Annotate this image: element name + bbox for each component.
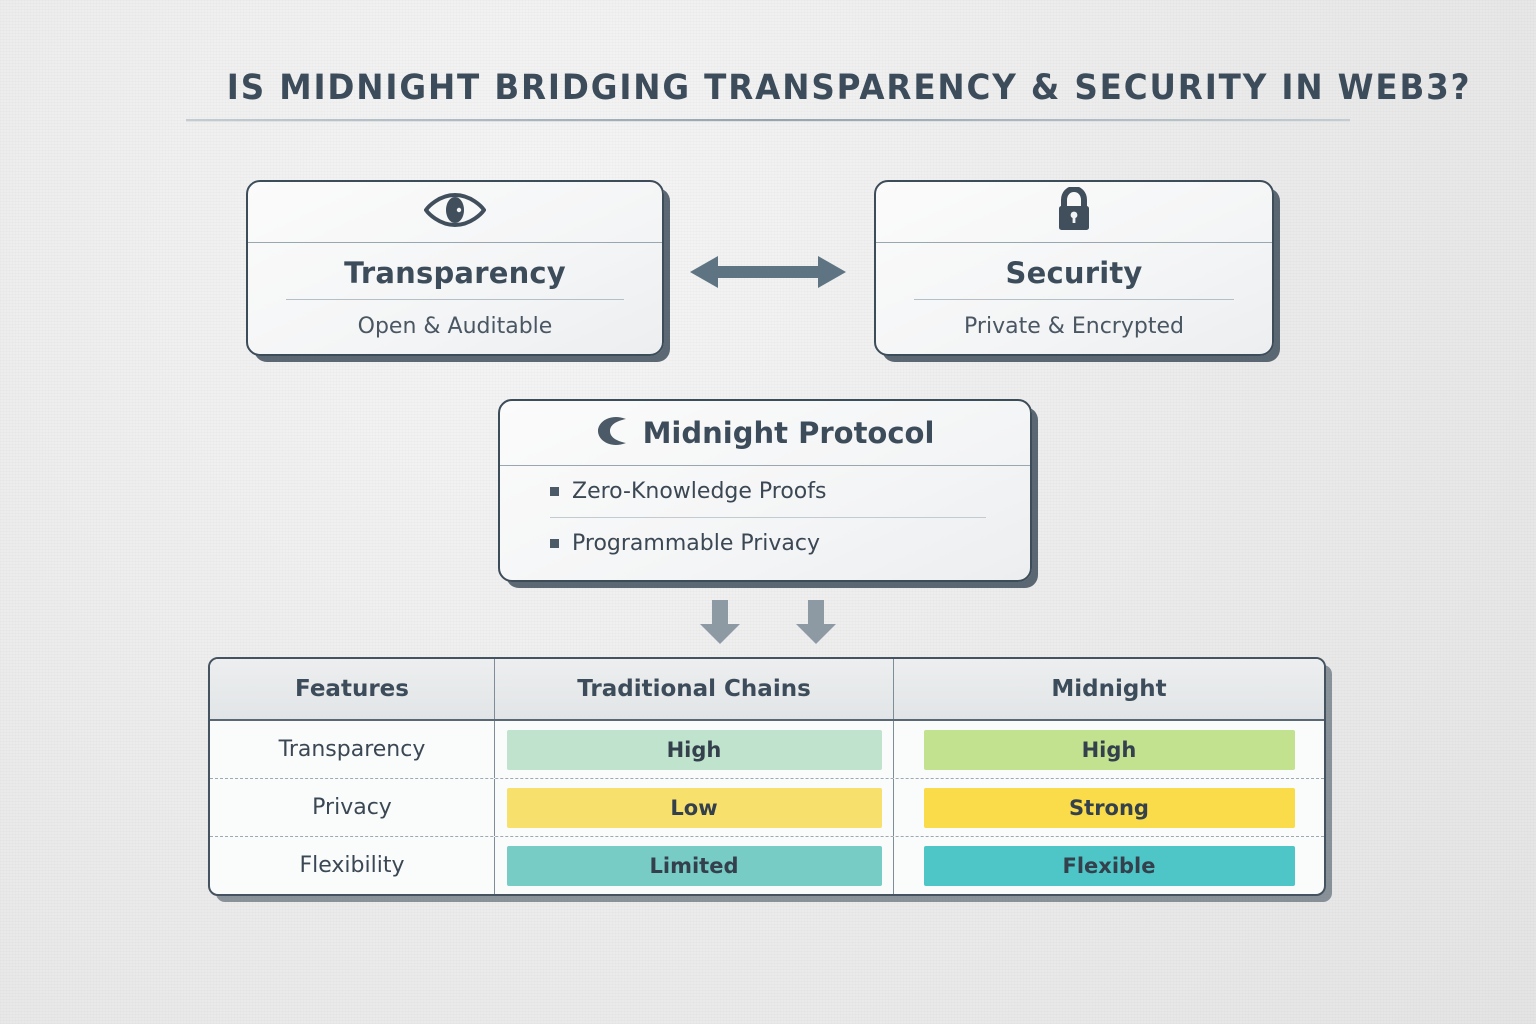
arrow-down-icon: [698, 598, 742, 646]
card-title: Security: [1005, 256, 1143, 290]
value-pill: Limited: [506, 845, 882, 886]
midnight-bullet-item-2: Programmable Privacy: [500, 518, 1030, 569]
column-header-features: Features: [210, 659, 495, 719]
column-header-traditional-chains: Traditional Chains: [495, 659, 894, 719]
table-cell-midnight: Strong: [894, 779, 1324, 836]
card-subtitle: Private & Encrypted: [964, 314, 1184, 339]
table-cell-feature: Flexibility: [210, 837, 495, 894]
double-headed-arrow-icon: [688, 248, 848, 296]
midnight-card-title: Midnight Protocol: [642, 416, 935, 450]
table-cell-feature: Transparency: [210, 721, 495, 778]
midnight-bullet-item-1: Zero-Knowledge Proofs: [500, 466, 1030, 517]
card-icon-row: [876, 182, 1272, 243]
feature-label: Privacy: [312, 795, 392, 820]
midnight-protocol-card[interactable]: Midnight Protocol Zero-Knowledge Proofs …: [498, 399, 1032, 582]
feature-label: Flexibility: [299, 853, 405, 878]
bullet-square-icon: [550, 539, 559, 548]
card-title: Transparency: [344, 256, 566, 290]
table-cell-feature: Privacy: [210, 779, 495, 836]
feature-label: Transparency: [278, 737, 426, 762]
value-pill: High: [506, 729, 882, 770]
value-pill: High: [923, 729, 1295, 770]
table-cell-traditional: High: [495, 721, 894, 778]
bullet-label: Programmable Privacy: [572, 531, 820, 556]
title-underline-secondary: [186, 121, 1350, 122]
table-row: Transparency High High: [210, 721, 1324, 778]
value-pill: Strong: [923, 787, 1295, 828]
value-pill: Flexible: [923, 845, 1295, 886]
page-title: IS MIDNIGHT BRIDGING TRANSPARENCY & SECU…: [226, 68, 1472, 108]
table-cell-midnight: Flexible: [894, 837, 1324, 894]
arrow-down-icon: [794, 598, 838, 646]
table-cell-midnight: High: [894, 721, 1324, 778]
down-arrow-group: [698, 598, 838, 646]
table-header-row: Features Traditional Chains Midnight: [210, 659, 1324, 721]
table-row: Flexibility Limited Flexible: [210, 836, 1324, 894]
value-pill: Low: [506, 787, 882, 828]
card-subtitle: Open & Auditable: [357, 314, 553, 339]
table-row: Privacy Low Strong: [210, 778, 1324, 836]
table-cell-traditional: Limited: [495, 837, 894, 894]
lock-icon: [1053, 185, 1095, 237]
concept-card-security[interactable]: Security Private & Encrypted: [874, 180, 1274, 356]
column-header-midnight: Midnight: [1051, 676, 1167, 702]
title-block: IS MIDNIGHT BRIDGING TRANSPARENCY & SECU…: [186, 68, 1472, 122]
table-cell-traditional: Low: [495, 779, 894, 836]
eye-icon: [423, 192, 487, 231]
bullet-label: Zero-Knowledge Proofs: [572, 479, 827, 504]
concept-card-transparency[interactable]: Transparency Open & Auditable: [246, 180, 664, 356]
crescent-moon-icon: [596, 412, 630, 454]
comparison-table: Features Traditional Chains Midnight Tra…: [208, 657, 1326, 896]
card-icon-row: [248, 182, 662, 243]
midnight-card-header: Midnight Protocol: [500, 401, 1030, 466]
bullet-square-icon: [550, 487, 559, 496]
